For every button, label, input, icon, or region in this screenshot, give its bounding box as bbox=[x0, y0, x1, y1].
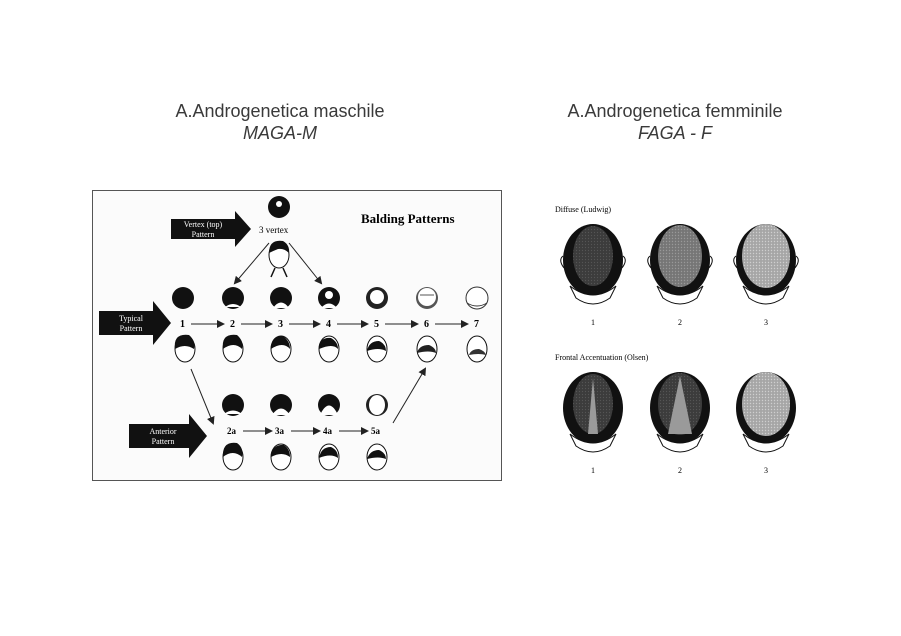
female-pattern-diagram: Diffuse (Ludwig) 1 2 3 Frontal Accentuat… bbox=[548, 198, 818, 483]
vertex-label-line1: Vertex (top) bbox=[184, 220, 223, 229]
typical-stage-7: 7 bbox=[474, 319, 479, 330]
diffuse-stage-3: 3 bbox=[764, 318, 768, 327]
typical-side-head-5 bbox=[366, 335, 388, 363]
frontal-head-2 bbox=[650, 372, 710, 453]
typical-side-head-3 bbox=[270, 335, 292, 363]
anterior-stage-labels: 2a 3a 4a 5a bbox=[227, 426, 381, 436]
typical-row-side bbox=[174, 334, 488, 363]
typical-side-head-7 bbox=[466, 335, 488, 363]
typical-top-head-3 bbox=[270, 287, 292, 309]
typical-top-head-4 bbox=[318, 287, 340, 309]
anterior-stage-4a: 4a bbox=[323, 426, 333, 436]
typical-side-head-2 bbox=[222, 334, 244, 363]
anterior-row-top bbox=[222, 394, 388, 416]
typical-side-head-4 bbox=[318, 335, 340, 363]
typical-top-head-1 bbox=[172, 287, 194, 309]
balding-patterns-heading: Balding Patterns bbox=[361, 211, 455, 226]
typical-top-head-2 bbox=[222, 287, 244, 309]
typical-to-anterior-arrow bbox=[190, 368, 215, 425]
male-title: A.Androgenetica maschile bbox=[175, 101, 385, 121]
anterior-label-line2: Pattern bbox=[152, 437, 175, 446]
typical-side-head-6 bbox=[416, 335, 438, 363]
anterior-stage-5a: 5a bbox=[371, 426, 381, 436]
anterior-stage-3a: 3a bbox=[275, 426, 285, 436]
frontal-stage-3: 3 bbox=[764, 466, 768, 475]
frontal-head-3 bbox=[736, 372, 796, 453]
typical-top-head-6 bbox=[416, 287, 438, 309]
vertex-to-stage4-arrow bbox=[288, 242, 323, 285]
anterior-top-head-4a bbox=[318, 394, 340, 416]
female-diagram-svg: Diffuse (Ludwig) 1 2 3 Frontal Accentuat… bbox=[555, 205, 799, 475]
anterior-top-head-2a bbox=[222, 394, 244, 416]
diffuse-ludwig-label: Diffuse (Ludwig) bbox=[555, 205, 611, 214]
vertex-head-top bbox=[268, 196, 290, 218]
typical-stage-6: 6 bbox=[424, 319, 429, 330]
typical-stage-labels: 1 2 3 4 5 6 7 bbox=[180, 319, 479, 330]
anterior-side-head-5a bbox=[366, 443, 388, 471]
anterior-row-side bbox=[222, 442, 388, 471]
anterior-side-head-2a bbox=[222, 442, 244, 471]
anterior-side-head-4a bbox=[318, 443, 340, 471]
typical-stage-2: 2 bbox=[230, 319, 235, 330]
typical-pattern-arrow: Typical Pattern bbox=[99, 301, 171, 345]
vertex-to-stage2-arrow bbox=[233, 242, 270, 285]
male-diagram-svg: Balding Patterns Vertex (top) Pattern Ty… bbox=[99, 196, 489, 471]
vertex-pattern-arrow: Vertex (top) Pattern bbox=[171, 211, 251, 247]
frontal-olsen-label: Frontal Accentuation (Olsen) bbox=[555, 353, 649, 362]
male-title-block: A.Androgenetica maschile MAGA-M bbox=[120, 100, 440, 144]
typical-stage-4: 4 bbox=[326, 319, 331, 330]
anterior-side-head-3a bbox=[270, 443, 292, 471]
typical-label-line2: Pattern bbox=[120, 324, 143, 333]
frontal-head-1 bbox=[563, 372, 623, 453]
male-balding-diagram: Balding Patterns Vertex (top) Pattern Ty… bbox=[92, 190, 502, 481]
typical-row-top bbox=[172, 286, 489, 310]
vertex-label-line2: Pattern bbox=[192, 230, 215, 239]
female-title: A.Androgenetica femminile bbox=[567, 101, 783, 121]
anterior-label-line1: Anterior bbox=[149, 427, 176, 436]
diffuse-head-1 bbox=[560, 224, 626, 305]
typical-top-head-7 bbox=[465, 286, 489, 310]
anterior-stage-2a: 2a bbox=[227, 426, 237, 436]
diffuse-stage-1: 1 bbox=[591, 318, 595, 327]
frontal-stage-1: 1 bbox=[591, 466, 595, 475]
typical-top-head-5 bbox=[366, 287, 388, 309]
diffuse-stage-2: 2 bbox=[678, 318, 682, 327]
typical-stage-5: 5 bbox=[374, 319, 379, 330]
anterior-top-head-5a bbox=[366, 394, 388, 416]
female-subtitle: FAGA - F bbox=[638, 123, 712, 143]
anterior-pattern-arrow: Anterior Pattern bbox=[129, 414, 207, 458]
female-title-block: A.Androgenetica femminile FAGA - F bbox=[510, 100, 840, 144]
male-subtitle: MAGA-M bbox=[243, 123, 317, 143]
typical-stage-1: 1 bbox=[180, 319, 185, 330]
typical-label-line1: Typical bbox=[119, 314, 144, 323]
diffuse-head-3 bbox=[733, 224, 799, 305]
vertex-stage-label: 3 vertex bbox=[259, 225, 289, 235]
frontal-stage-2: 2 bbox=[678, 466, 682, 475]
typical-stage-3: 3 bbox=[278, 319, 283, 330]
anterior-to-typical-arrow bbox=[392, 367, 427, 424]
typical-side-head-1 bbox=[174, 334, 196, 363]
vertex-head-side bbox=[268, 240, 290, 278]
diffuse-head-2 bbox=[647, 224, 713, 305]
anterior-top-head-3a bbox=[270, 394, 292, 416]
